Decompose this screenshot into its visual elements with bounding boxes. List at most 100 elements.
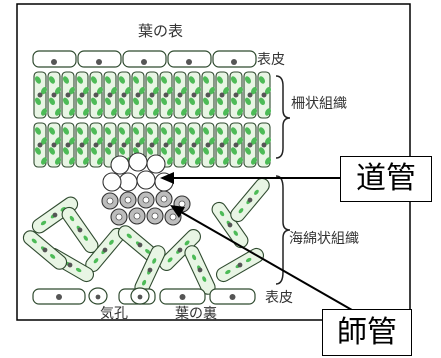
cell-nucleus [197,267,203,273]
chloroplast [124,137,132,145]
chloroplast [254,189,259,195]
phloem-sieve-plate [115,213,123,221]
xylem-vessel [118,172,138,192]
chloroplast [138,108,146,116]
cell-nucleus [237,262,243,268]
lower-epidermis-label: 表皮 [265,290,293,306]
chloroplast [145,249,151,254]
chloroplast [68,137,76,145]
chloroplast [75,267,82,273]
chloroplast [152,137,160,145]
phloem-sieve-plate [169,213,177,221]
chloroplast [216,97,224,106]
cell-nucleus [191,142,197,148]
cell-nucleus [95,294,101,300]
chloroplast [250,137,258,145]
cell-nucleus [51,59,57,65]
chloroplast [132,97,140,106]
chloroplast [118,76,126,84]
chloroplast [194,157,202,165]
chloroplast [250,108,258,116]
chloroplast [225,269,231,275]
cell-nucleus [79,92,85,98]
chloroplast [216,76,224,84]
chloroplast [208,108,216,116]
chloroplast [76,147,84,155]
phloem-sieve-plate [133,212,141,220]
cell-nucleus [93,92,99,98]
cell-nucleus [79,142,85,148]
chloroplast [152,258,157,264]
chloroplast [54,157,62,165]
cell-nucleus [205,142,211,148]
chloroplast [104,76,112,84]
chloroplast [152,86,160,95]
chloroplast [202,276,207,282]
chloroplast [194,108,202,116]
chloroplast [110,86,118,95]
chloroplast [188,127,196,135]
chloroplast [90,97,98,106]
chloroplast [174,97,182,106]
cell-nucleus [141,59,147,65]
chloroplast [202,97,210,106]
chloroplast [146,127,154,135]
chloroplast [166,157,174,165]
cell-nucleus [227,222,233,228]
chloroplast [216,147,224,155]
cell-nucleus [247,92,253,98]
chloroplast [90,127,98,135]
chloroplast [76,97,84,106]
chloroplast [82,86,90,95]
chloroplast [40,86,48,95]
chloroplast [40,220,47,226]
xylem-vessel [110,155,130,175]
chloroplast [244,76,252,84]
chloroplast [174,127,182,135]
spongy-brace [275,175,291,285]
chloroplast [230,97,238,106]
phloem-sieve-plate [124,196,132,204]
chloroplast [93,258,99,264]
chloroplast [146,97,154,106]
chloroplast [245,257,252,263]
chloroplast [180,137,188,145]
lower-surface-label: 葉の裏 [175,305,217,322]
chloroplast [230,147,238,155]
chloroplast [230,127,238,135]
cell-nucleus [191,92,197,98]
chloroplast [48,97,56,106]
upper-epidermis-cell [212,50,257,68]
chloroplast [222,108,230,116]
cell-nucleus [205,92,211,98]
chloroplast [216,127,224,135]
cell-nucleus [231,59,237,65]
cell-nucleus [93,142,99,148]
chloroplast [166,137,174,145]
chloroplast [69,215,75,222]
upper-epidermis-cell [32,50,77,68]
chloroplast [124,86,132,95]
xylem-vessel [136,170,156,190]
upper-surface-label: 葉の表 [138,22,183,40]
cell-nucleus [67,262,73,268]
chloroplast [138,86,146,95]
cell-nucleus [177,142,183,148]
cell-nucleus [219,142,225,148]
chloroplast [54,108,62,116]
cell-nucleus [121,92,127,98]
xylem-callout-label: 道管 [340,156,432,202]
chloroplast [258,76,266,84]
chloroplast [34,97,42,106]
cell-nucleus [177,92,183,98]
chloroplast [76,127,84,135]
upper-epidermis-label: 表皮 [257,52,285,68]
cell-nucleus [229,294,236,300]
chloroplast [138,137,146,145]
chloroplast [236,157,244,165]
cell-nucleus [37,142,43,148]
spongy-tissue-label: 海綿状組織 [289,231,359,247]
chloroplast [222,137,230,145]
cell-nucleus [149,92,155,98]
chloroplast [48,147,56,155]
